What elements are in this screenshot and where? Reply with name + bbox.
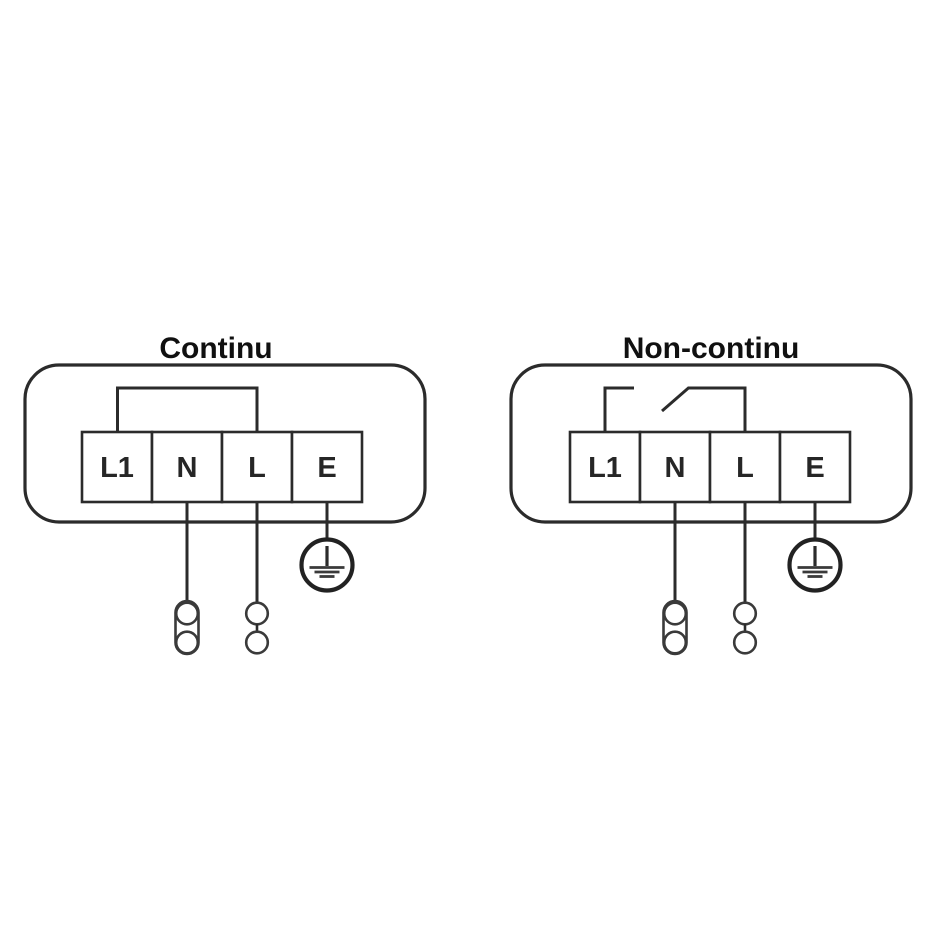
connector-circle-bottom [662, 630, 688, 655]
terminal-box-l1 [80, 430, 154, 504]
terminal-block: L1 N L E [80, 430, 364, 504]
terminal-label-e: E [805, 452, 824, 484]
diagram-continu: Continu L1 N L E [23, 332, 427, 656]
earth-circle [299, 537, 355, 593]
capsule-double-circle-connector [174, 599, 200, 656]
bridge-wire-closed [116, 386, 259, 432]
diagram-non-continu: Non-continu L1 N L E [509, 332, 913, 656]
diagram-title: Non-continu [623, 332, 800, 365]
earth-ground-icon [299, 537, 355, 593]
terminal-box-e [290, 430, 364, 504]
terminal-block: L1 N L E [568, 430, 852, 504]
double-circle-connector [244, 601, 270, 655]
capsule-double-circle-connector [662, 599, 688, 656]
connector-circle-bottom [732, 630, 758, 655]
earth-circle [787, 537, 843, 593]
terminal-label-n: N [665, 452, 686, 484]
switch-fixed-segment [603, 386, 634, 432]
device-enclosure [509, 363, 913, 524]
switch-blade-icon [661, 386, 690, 413]
terminal-label-l: L [736, 452, 754, 484]
terminal-box-l1 [568, 430, 642, 504]
double-circle-connector [732, 601, 758, 655]
diagram-title: Continu [159, 332, 272, 365]
connector-circle-bottom [174, 630, 200, 655]
switch-link [603, 386, 747, 432]
connector-circle-top [174, 601, 200, 626]
switch-output-segment [688, 386, 747, 432]
terminal-label-e: E [317, 452, 336, 484]
connector-circle-top [662, 601, 688, 626]
connector-circle-top [244, 601, 270, 626]
terminal-label-n: N [177, 452, 198, 484]
device-enclosure [23, 363, 427, 524]
terminal-label-l1: L1 [100, 452, 134, 484]
earth-ground-icon [787, 537, 843, 593]
connector-circle-bottom [244, 630, 270, 655]
terminal-label-l1: L1 [588, 452, 622, 484]
terminal-label-l: L [248, 452, 266, 484]
connector-circle-top [732, 601, 758, 626]
